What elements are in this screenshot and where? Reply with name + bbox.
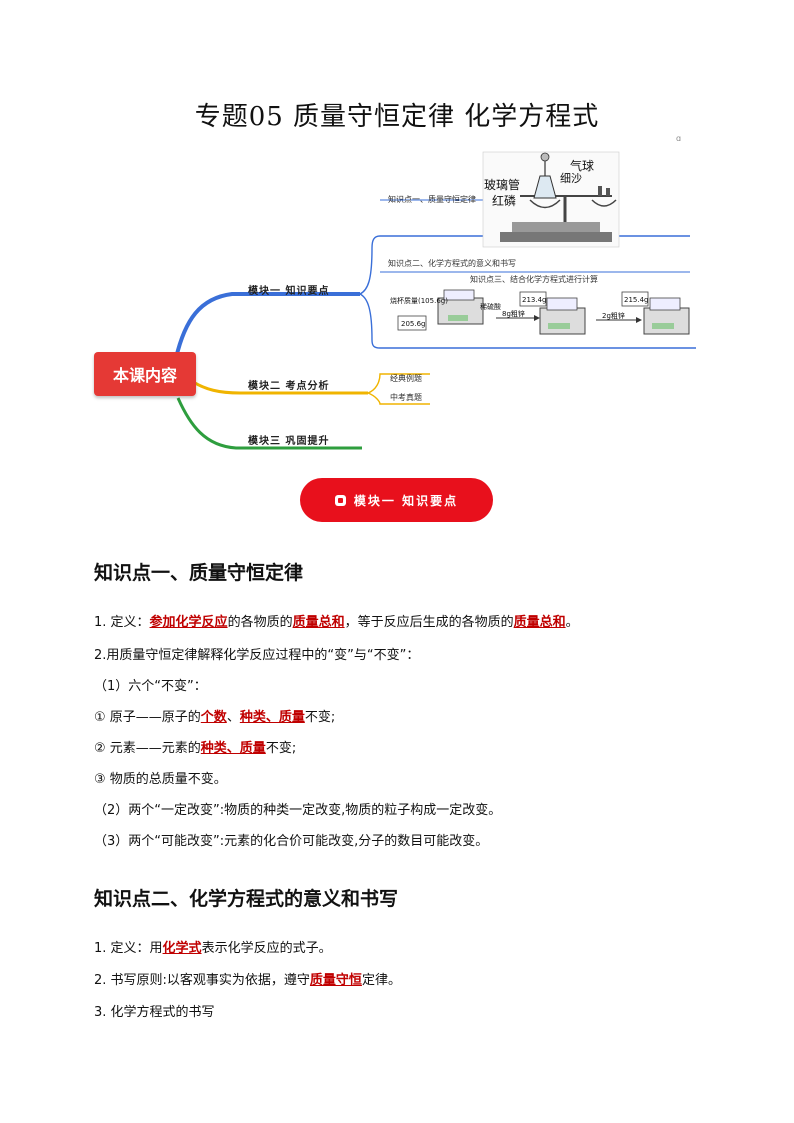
module-button[interactable]: 模块一 知识要点: [300, 478, 493, 522]
label-w1: 205.6g: [401, 320, 426, 328]
mindmap-k3: 知识点三、结合化学方程式进行计算: [470, 275, 598, 284]
section1-line8: （3）两个“可能改变”:元素的化合价可能改变,分子的数目可能改变。: [94, 834, 489, 849]
branch1-line: [174, 292, 360, 359]
section1-heading: 知识点一、质量守恒定律: [94, 562, 304, 584]
section1-line2: 2.用质量守恒定律解释化学反应过程中的“变”与“不变”：: [94, 648, 420, 663]
section1-line4: ① 原子——原子的个数、种类、质量不变;: [94, 710, 336, 725]
section1-line7: （2）两个“一定改变”:物质的种类一定改变,物质的粒子构成一定改变。: [94, 803, 502, 818]
mindmap-branch1-label: 模块一 知识要点: [248, 286, 330, 297]
label-balloon: 气球: [570, 159, 595, 173]
section2-line2: 2. 书写原则:以客观事实为依据，遵守质量守恒定律。: [94, 973, 401, 988]
mindmap-k1: 知识点一、质量守恒定律: [388, 195, 476, 204]
bookmark-icon: [334, 494, 346, 506]
mindmap-branch2-label: 模块二 考点分析: [248, 381, 330, 392]
label-w2: 213.4g: [522, 296, 547, 304]
branch3-line: [176, 397, 362, 450]
mindmap-branch3-label: 模块三 巩固提升: [248, 436, 330, 447]
label-add1: 8g粗锌: [502, 310, 525, 318]
module-button-label: 模块一 知识要点: [353, 493, 459, 508]
corner-mark: ɑ: [676, 134, 682, 143]
section2-heading: 知识点二、化学方程式的意义和书写: [94, 888, 399, 910]
section1-line5: ② 元素——元素的种类、质量不变;: [94, 741, 297, 756]
mindmap-b2-item-2: 中考真题: [390, 393, 422, 402]
apparatus-illustration: [482, 151, 620, 248]
mindmap-b2-item-1: 经典例题: [390, 374, 422, 383]
section1-line1: 1. 定义：参加化学反应的各物质的质量总和，等于反应后生成的各物质的质量总和。: [94, 615, 579, 630]
section2-line1: 1. 定义：用化学式表示化学反应的式子。: [94, 941, 332, 956]
section1-line3: （1）六个“不变”：: [94, 679, 207, 694]
mindmap-root: 本课内容: [94, 352, 196, 396]
label-add2: 2g粗锌: [602, 312, 625, 320]
label-tube: 玻璃管: [484, 178, 521, 192]
mindmap-k2: 知识点二、化学方程式的意义和书写: [388, 259, 516, 268]
label-phosphorus: 红磷: [492, 194, 517, 208]
section1-line6: ③ 物质的总质量不变。: [94, 772, 227, 787]
page-title: 专题05 质量守恒定律 化学方程式: [194, 102, 600, 132]
mindmap-diagram: [174, 151, 696, 450]
label-beaker-mass: 烧杯质量(105.6g): [390, 297, 448, 305]
label-sand: 细沙: [560, 172, 582, 185]
label-w3: 215.4g: [624, 296, 649, 304]
section2-line3: 3. 化学方程式的书写: [94, 1005, 215, 1020]
calculation-illustration: [397, 289, 690, 335]
label-acid: 稀硫酸: [480, 303, 501, 311]
